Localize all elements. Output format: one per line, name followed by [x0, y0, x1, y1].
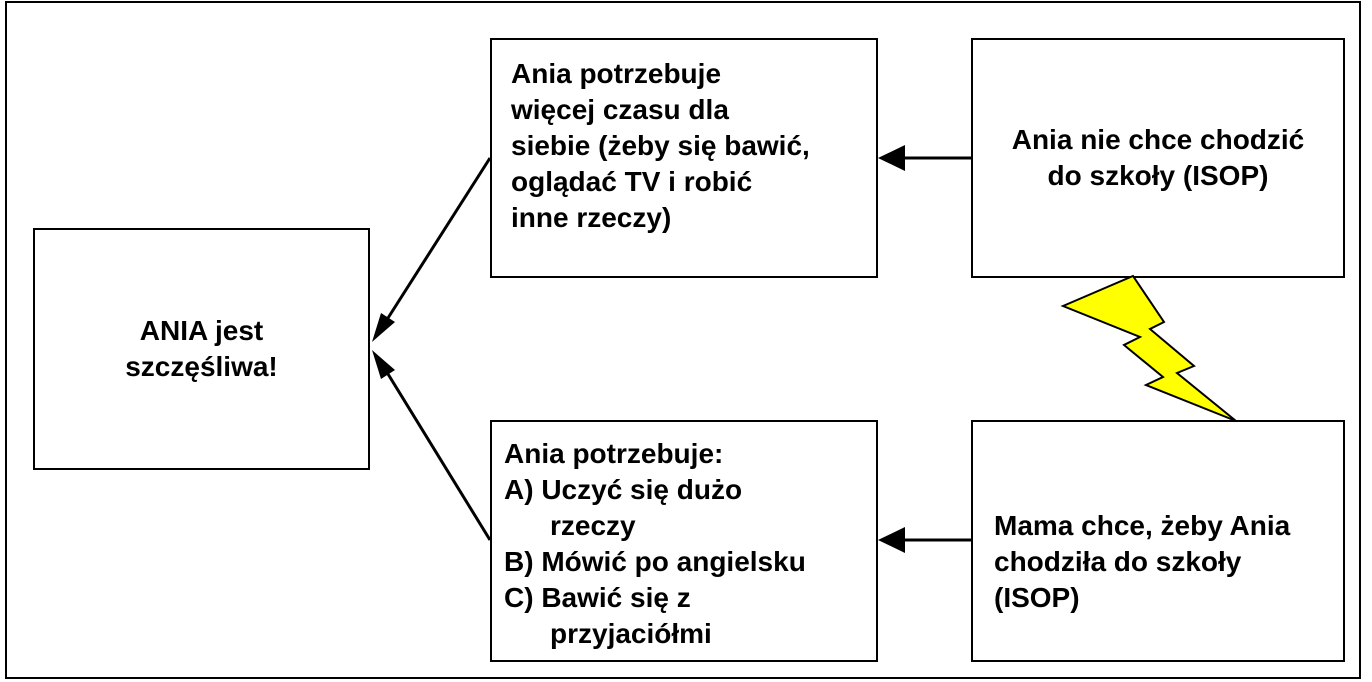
need-school-box: Ania potrzebuje: A) Uczyć się dużo rzecz… [490, 420, 878, 662]
arrow-need-time-to-goal [372, 157, 492, 342]
ania-position-line-2: do szkoły (ISOP) [1047, 160, 1269, 191]
ania-position-box: Ania nie chce chodzić do szkoły (ISOP) [971, 38, 1345, 278]
need-school-line-5: C) Bawić się z [504, 582, 691, 613]
need-time-line-5: inne rzeczy) [511, 202, 672, 233]
goal-line-2: szczęśliwa! [125, 351, 278, 382]
need-time-line-2: więcej czasu dla [511, 94, 729, 125]
need-school-line-2: A) Uczyć się dużo [504, 474, 743, 505]
need-time-box: Ania potrzebuje więcej czasu dla siebie … [490, 38, 878, 278]
need-school-line-4: B) Mówić po angielsku [504, 546, 806, 577]
need-time-line-4: oglądać TV i robić [511, 166, 753, 197]
need-time-line-3: siebie (żeby się bawić, [511, 130, 810, 161]
ania-position-line-1: Ania nie chce chodzić [1011, 124, 1305, 155]
mama-position-line-2: chodziła do szkoły [994, 546, 1242, 577]
goal-box: ANIA jest szczęśliwa! [33, 228, 370, 470]
goal-line-1: ANIA jest [139, 315, 264, 346]
need-school-line-3: rzeczy [550, 510, 636, 541]
lightning-bolt-icon [1060, 274, 1237, 422]
mama-position-line-3: (ISOP) [994, 582, 1080, 613]
mama-position-box: Mama chce, żeby Ania chodziła do szkoły … [971, 420, 1345, 662]
arrow-position-to-need-bottom [878, 527, 971, 553]
need-time-line-1: Ania potrzebuje [511, 58, 722, 89]
need-school-line-1: Ania potrzebuje: [504, 438, 724, 469]
arrow-position-to-need-top [878, 145, 971, 171]
arrow-need-school-to-goal [372, 350, 492, 541]
need-school-line-6: przyjaciółmi [550, 618, 712, 649]
mama-position-line-1: Mama chce, żeby Ania [994, 510, 1291, 541]
